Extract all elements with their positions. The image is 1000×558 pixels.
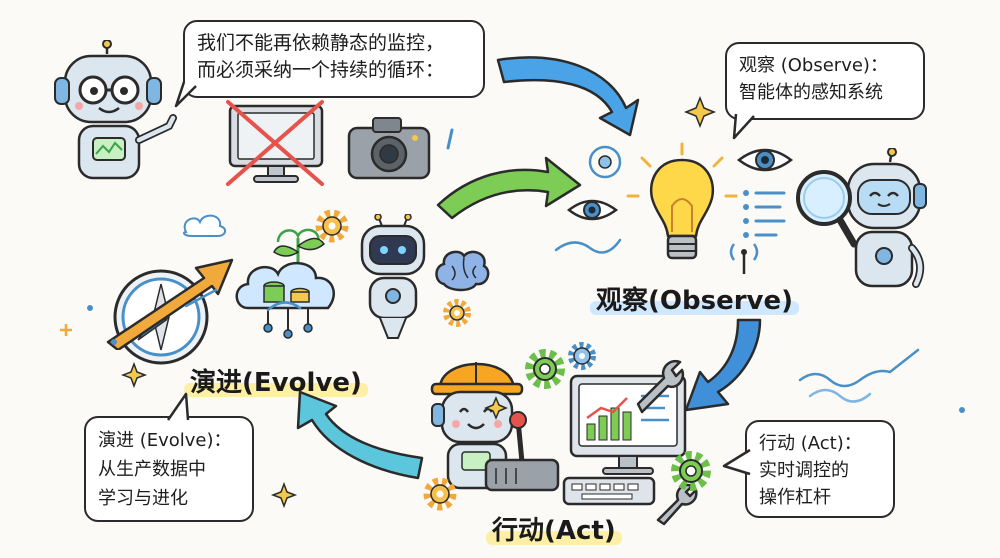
control-lever-icon [484,411,560,492]
evolve-label-text: 演进(Evolve) [190,368,362,398]
robot-with-glasses-icon [54,40,177,180]
arrow-act-to-evolve-icon [296,390,424,480]
sparkle-icon [120,95,717,509]
act-label-text: 行动(Act) [492,516,616,546]
gear-icon [443,299,471,327]
signal-tower-icon [729,243,759,274]
evolve-bubble-line-3: 学习与进化 [98,488,188,509]
brain-icon [435,250,490,292]
act-bubble-line-1: 行动 (Act)： [759,433,862,454]
act-bubble-line-3: 操作杠杆 [759,487,831,508]
dot-icon [111,339,117,345]
intro-speech-bubble: 我们不能再依赖静态的监控， 而必须采纳一个持续的循环： [183,20,485,98]
keyboard-icon [562,476,656,506]
observe-label-text: 观察(Observe) [596,286,793,316]
gear-icon [568,342,596,370]
intro-line-1: 我们不能再依赖静态的监控， [197,32,445,54]
camera-icon [347,117,431,180]
observe-stage-label: 观察(Observe) [590,280,799,317]
observe-bubble-line-2: 智能体的感知系统 [739,82,883,103]
eye-icon [566,199,619,221]
cloud-icon [183,214,226,237]
robot-with-magnifier-icon [796,148,927,288]
lightbulb-icon [626,142,738,260]
growth-arrow-icon [106,258,234,350]
gear-icon [423,477,457,511]
dot-icon [87,305,93,311]
act-speech-bubble: 行动 (Act)： 实时调控的 操作杠杆 [745,420,895,518]
arrow-to-observe-icon [496,56,640,137]
observe-speech-bubble: 观察 (Observe)： 智能体的感知系统 [725,42,925,120]
act-stage-label: 行动(Act) [486,510,622,547]
gear-icon [525,349,565,389]
gear-icon [315,209,349,243]
dot-icon [959,407,965,413]
robot-icon [360,214,426,339]
act-bubble-tail [722,448,751,476]
exclaim-icon [446,128,454,150]
radar-target-icon [588,145,622,179]
evolve-bubble-tail [166,392,190,421]
intro-bubble-tail [174,81,197,108]
observe-bubble-line-1: 观察 (Observe)： [739,55,888,76]
squiggle-icon [184,238,920,403]
wrench-icon [656,483,698,526]
intro-line-2: 而必须采纳一个持续的循环： [197,59,445,81]
crossed-out-monitor-icon [226,100,324,186]
evolve-bubble-line-2: 从生产数据中 [98,459,206,480]
arrow-evolve-to-observe-icon [436,156,582,220]
data-list-icon [743,190,786,238]
cloud-database-icon [235,228,335,339]
plus-icon [60,324,72,336]
evolve-stage-label: 演进(Evolve) [184,362,368,399]
gear-icon [671,451,711,491]
evolve-speech-bubble: 演进 (Evolve)： 从生产数据中 学习与进化 [84,416,254,522]
observe-bubble-tail [732,113,755,140]
act-bubble-line-2: 实时调控的 [759,460,849,481]
eye-icon [736,148,794,172]
evolve-bubble-line-1: 演进 (Evolve)： [98,430,232,451]
wrench-icon [636,359,685,414]
